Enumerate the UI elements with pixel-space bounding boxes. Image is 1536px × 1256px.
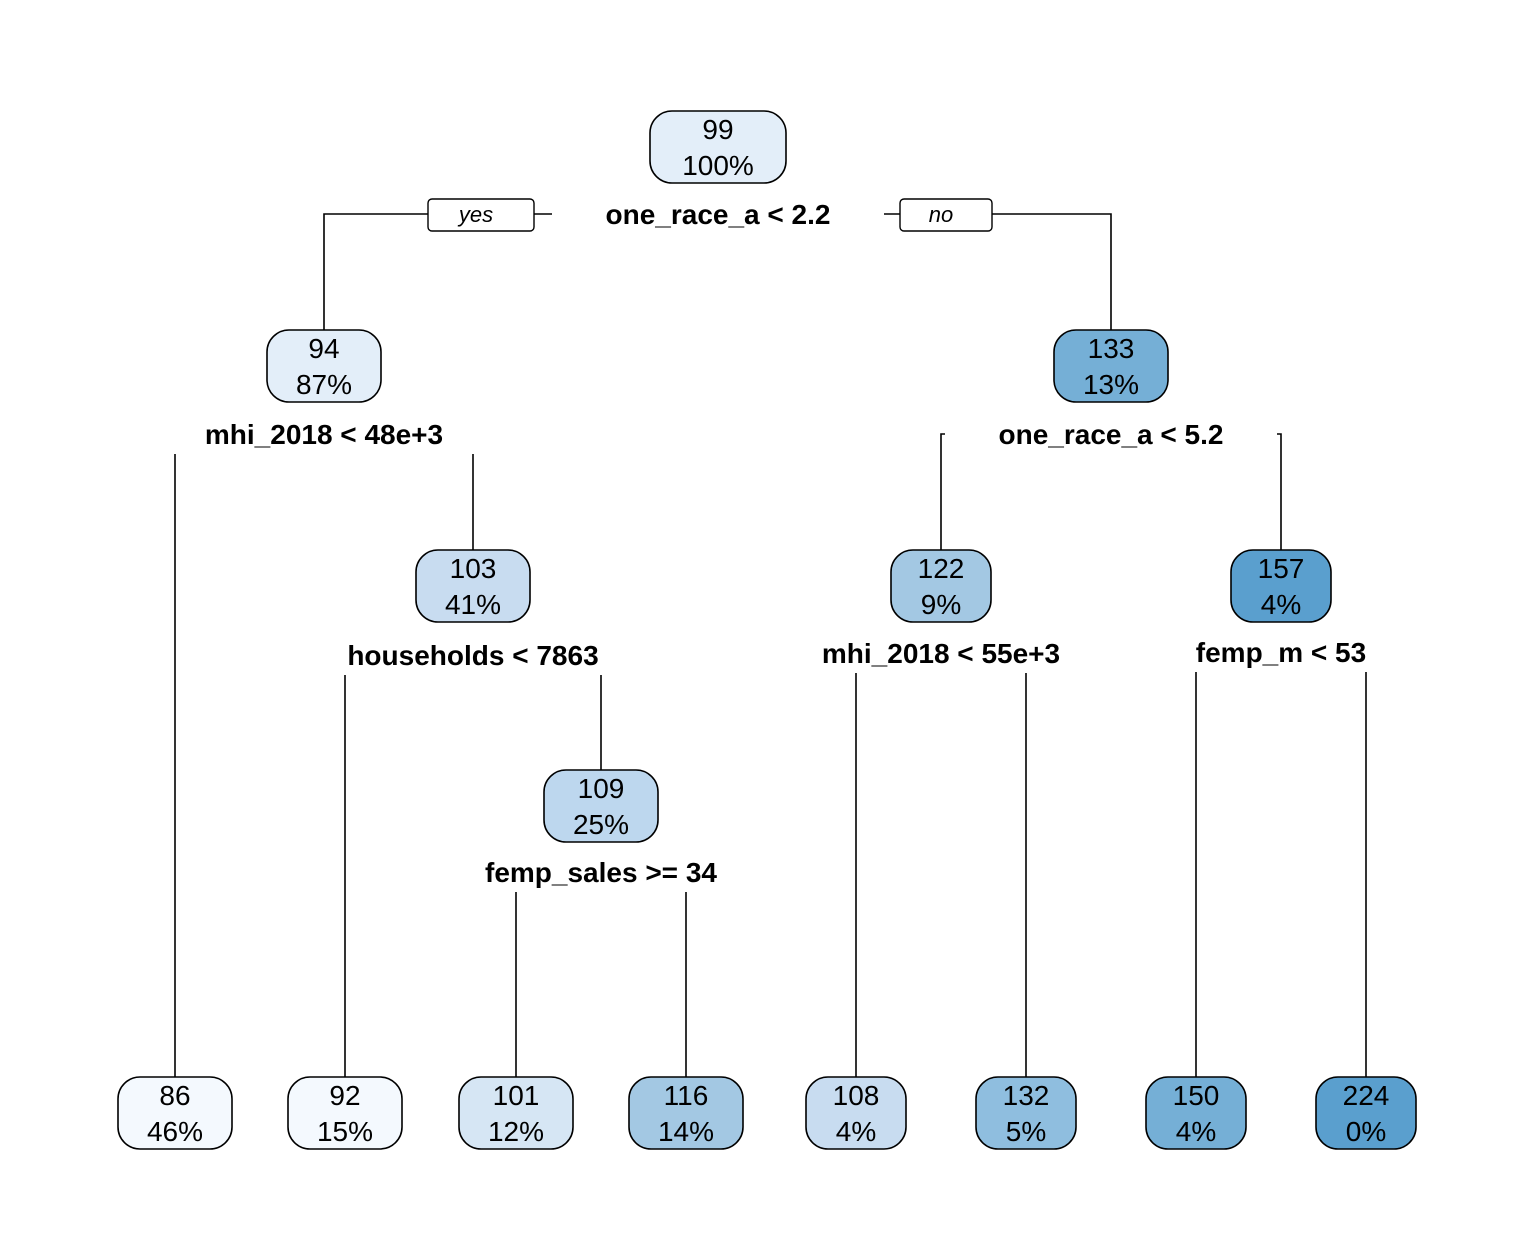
node-percent: 25% bbox=[573, 809, 629, 840]
tree-node: 122 9% mhi_2018 < 55e+3 bbox=[822, 549, 1060, 669]
node-box bbox=[890, 549, 992, 623]
tree-node: 103 41% households < 7863 bbox=[347, 549, 599, 671]
tree-edge bbox=[1277, 433, 1282, 550]
node-percent: 4% bbox=[1176, 1116, 1216, 1147]
node-percent: 41% bbox=[445, 589, 501, 620]
tree-node: 94 87% mhi_2018 < 48e+3 bbox=[205, 329, 443, 450]
node-percent: 13% bbox=[1083, 369, 1139, 400]
split-rule: one_race_a < 2.2 bbox=[606, 199, 831, 230]
node-value: 94 bbox=[308, 333, 339, 364]
node-box bbox=[1145, 1076, 1247, 1150]
split-rule: femp_sales >= 34 bbox=[485, 857, 717, 888]
node-percent: 100% bbox=[682, 150, 754, 181]
tree-node: 157 4% femp_m < 53 bbox=[1196, 549, 1366, 668]
node-box bbox=[1053, 329, 1169, 403]
node-box bbox=[458, 1076, 574, 1150]
tree-node: 109 25% femp_sales >= 34 bbox=[485, 769, 717, 888]
node-percent: 87% bbox=[296, 369, 352, 400]
node-value: 99 bbox=[702, 114, 733, 145]
node-box bbox=[543, 769, 659, 843]
node-percent: 0% bbox=[1346, 1116, 1386, 1147]
node-percent: 15% bbox=[317, 1116, 373, 1147]
node-value: 103 bbox=[450, 553, 497, 584]
tree-edge bbox=[323, 213, 552, 330]
split-rule: mhi_2018 < 55e+3 bbox=[822, 638, 1060, 669]
split-rule: mhi_2018 < 48e+3 bbox=[205, 419, 443, 450]
node-box bbox=[117, 1076, 233, 1150]
node-box bbox=[266, 329, 382, 403]
node-value: 224 bbox=[1343, 1080, 1390, 1111]
node-value: 116 bbox=[664, 1080, 709, 1111]
tree-edges bbox=[174, 213, 1367, 1077]
no-label: no bbox=[929, 202, 953, 227]
node-box bbox=[628, 1076, 744, 1150]
node-percent: 46% bbox=[147, 1116, 203, 1147]
node-value: 150 bbox=[1173, 1080, 1220, 1111]
node-percent: 4% bbox=[1261, 589, 1301, 620]
tree-node: 99 100% one_race_a < 2.2 bbox=[606, 110, 831, 230]
tree-edge bbox=[940, 433, 945, 550]
node-box bbox=[287, 1076, 403, 1150]
node-box bbox=[805, 1076, 907, 1150]
tree-edge bbox=[884, 213, 1112, 330]
node-value: 101 bbox=[493, 1080, 540, 1111]
node-box bbox=[649, 110, 787, 184]
branch-labels: yes no bbox=[427, 198, 993, 232]
node-value: 109 bbox=[578, 773, 625, 804]
yes-label-box bbox=[427, 198, 535, 232]
node-box bbox=[1230, 549, 1332, 623]
yes-label: yes bbox=[457, 202, 493, 227]
node-box bbox=[975, 1076, 1077, 1150]
node-box bbox=[415, 549, 531, 623]
tree-nodes: 99 100% one_race_a < 2.2 94 87% mhi_2018 < 48… bbox=[117, 110, 1417, 1150]
node-value: 108 bbox=[833, 1080, 880, 1111]
split-rule: one_race_a < 5.2 bbox=[999, 419, 1224, 450]
node-value: 157 bbox=[1258, 553, 1305, 584]
node-box bbox=[1315, 1076, 1417, 1150]
node-value: 86 bbox=[159, 1080, 190, 1111]
node-value: 122 bbox=[918, 553, 965, 584]
node-percent: 14% bbox=[658, 1116, 714, 1147]
node-percent: 4% bbox=[836, 1116, 876, 1147]
no-label-box bbox=[899, 198, 993, 232]
node-percent: 9% bbox=[921, 589, 961, 620]
node-value: 132 bbox=[1003, 1080, 1050, 1111]
split-rule: femp_m < 53 bbox=[1196, 637, 1366, 668]
node-value: 133 bbox=[1088, 333, 1135, 364]
node-value: 92 bbox=[329, 1080, 360, 1111]
node-percent: 12% bbox=[488, 1116, 544, 1147]
tree-node: 133 13% one_race_a < 5.2 bbox=[999, 329, 1224, 450]
node-percent: 5% bbox=[1006, 1116, 1046, 1147]
split-rule: households < 7863 bbox=[347, 640, 598, 671]
